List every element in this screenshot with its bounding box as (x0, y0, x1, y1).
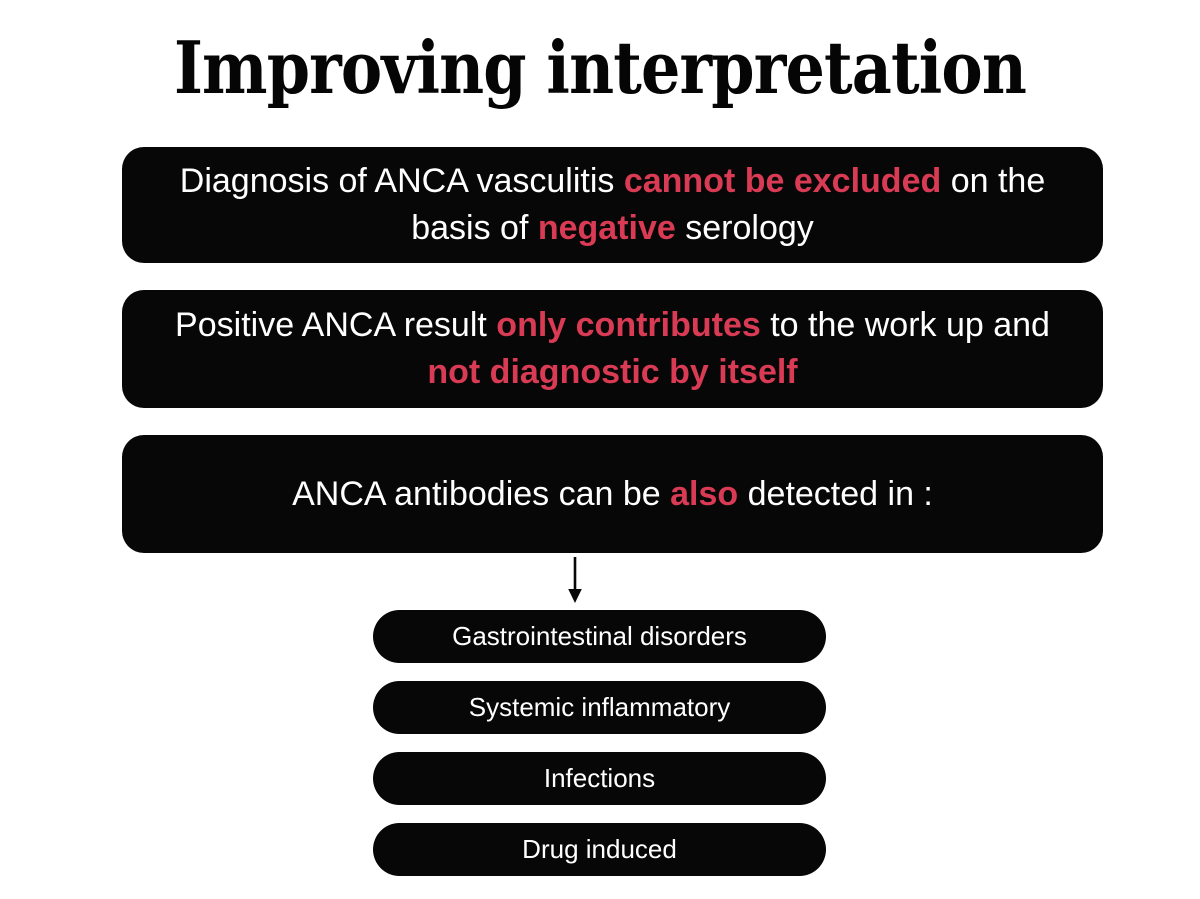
statement-text: ANCA antibodies can be also detected in … (148, 471, 1077, 518)
arrow-down-icon (568, 557, 582, 603)
statement-segment: Positive ANCA result (175, 306, 497, 344)
statement-segment-emphasis: only contributes (496, 306, 761, 344)
statement-box-negative-serology: Diagnosis of ANCA vasculitis cannot be e… (122, 147, 1103, 263)
page-title: Improving interpretation (173, 25, 1027, 110)
list-item: Gastrointestinal disorders (373, 610, 826, 663)
statement-box-positive-result: Positive ANCA result only contributes to… (122, 290, 1103, 408)
statement-segment: ANCA antibodies can be (292, 474, 671, 513)
statement-segment: on the basis of (411, 162, 1046, 247)
statement-box-also-detected: ANCA antibodies can be also detected in … (122, 435, 1103, 553)
list-item: Infections (373, 752, 826, 805)
statement-segment: Diagnosis of ANCA vasculitis (179, 162, 624, 200)
statement-segment: serology (675, 209, 814, 247)
list-item: Drug induced (373, 823, 826, 876)
statement-text: Diagnosis of ANCA vasculitis cannot be e… (148, 158, 1077, 252)
statement-segment-emphasis: cannot be excluded (623, 162, 942, 200)
statement-segment-emphasis: negative (537, 209, 676, 247)
statement-segment-emphasis: also (670, 474, 739, 513)
statement-segment: to the work up and (760, 306, 1050, 344)
statement-segment-emphasis: not diagnostic by itself (427, 353, 798, 391)
statement-text: Positive ANCA result only contributes to… (148, 302, 1077, 396)
statement-segment: detected in : (738, 474, 933, 513)
list-item: Systemic inflammatory (373, 681, 826, 734)
